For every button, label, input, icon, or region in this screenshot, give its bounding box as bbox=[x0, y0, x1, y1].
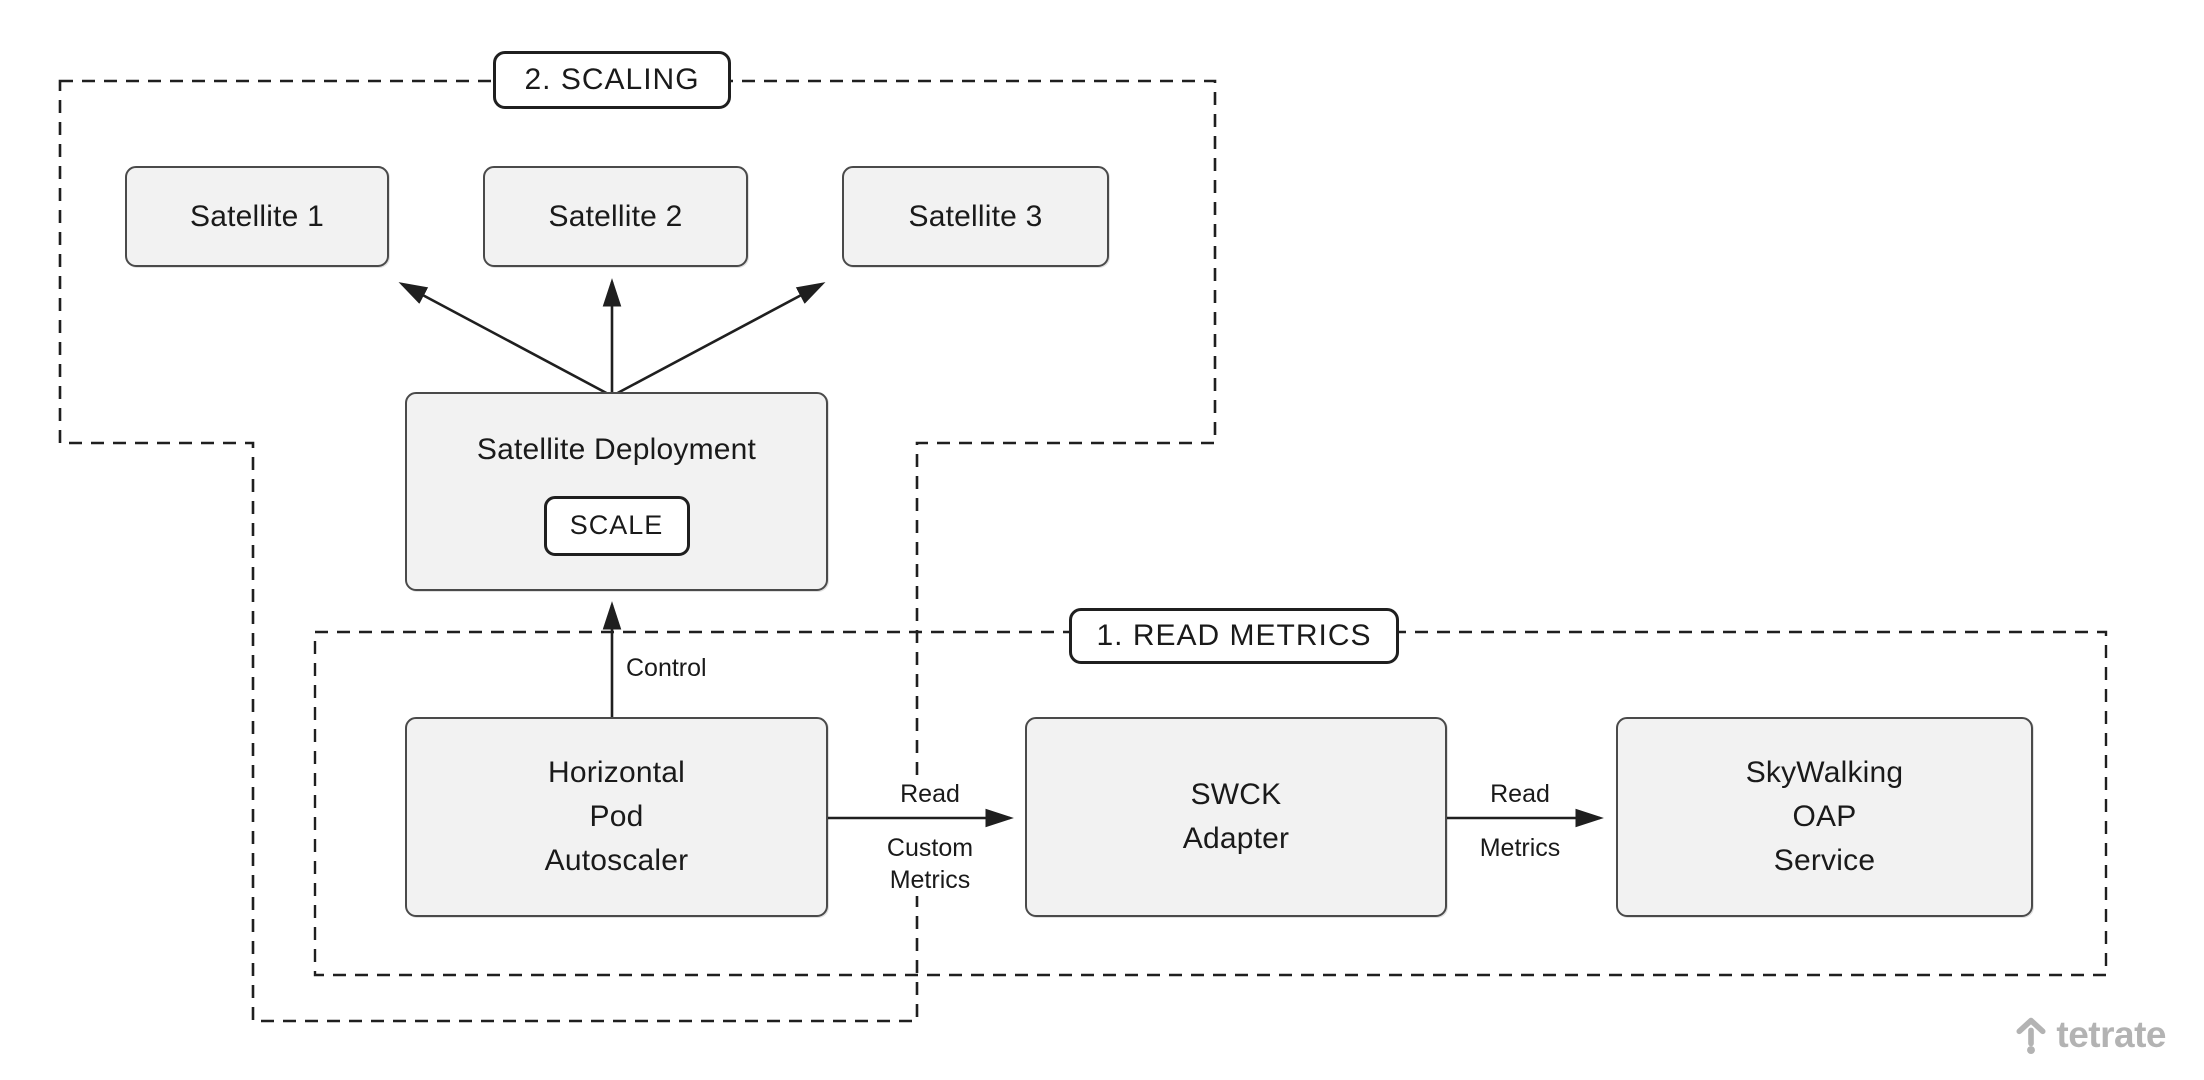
edge-label-read-custom-above: Read bbox=[900, 780, 960, 808]
edge-label-read-custom-below: Custom Metrics bbox=[886, 834, 974, 894]
read-metrics-group-outline bbox=[313, 630, 2108, 977]
tetrate-logo: tetrate bbox=[2016, 1016, 2166, 1056]
tetrate-wordmark: tetrate bbox=[2056, 1013, 2166, 1055]
edge-label-read-custom-metrics: Read Custom Metrics bbox=[852, 778, 1008, 896]
edge-label-read-metrics-above: Read bbox=[1490, 780, 1550, 808]
scaling-group-outline bbox=[58, 79, 1217, 1023]
edge-label-read-metrics: Read Metrics bbox=[1452, 778, 1588, 864]
tetrate-arrow-icon bbox=[2016, 1017, 2046, 1054]
edge-label-control: Control bbox=[622, 650, 711, 686]
edge-label-read-metrics-below: Metrics bbox=[1479, 834, 1561, 862]
edge-label-control-text: Control bbox=[626, 654, 707, 682]
